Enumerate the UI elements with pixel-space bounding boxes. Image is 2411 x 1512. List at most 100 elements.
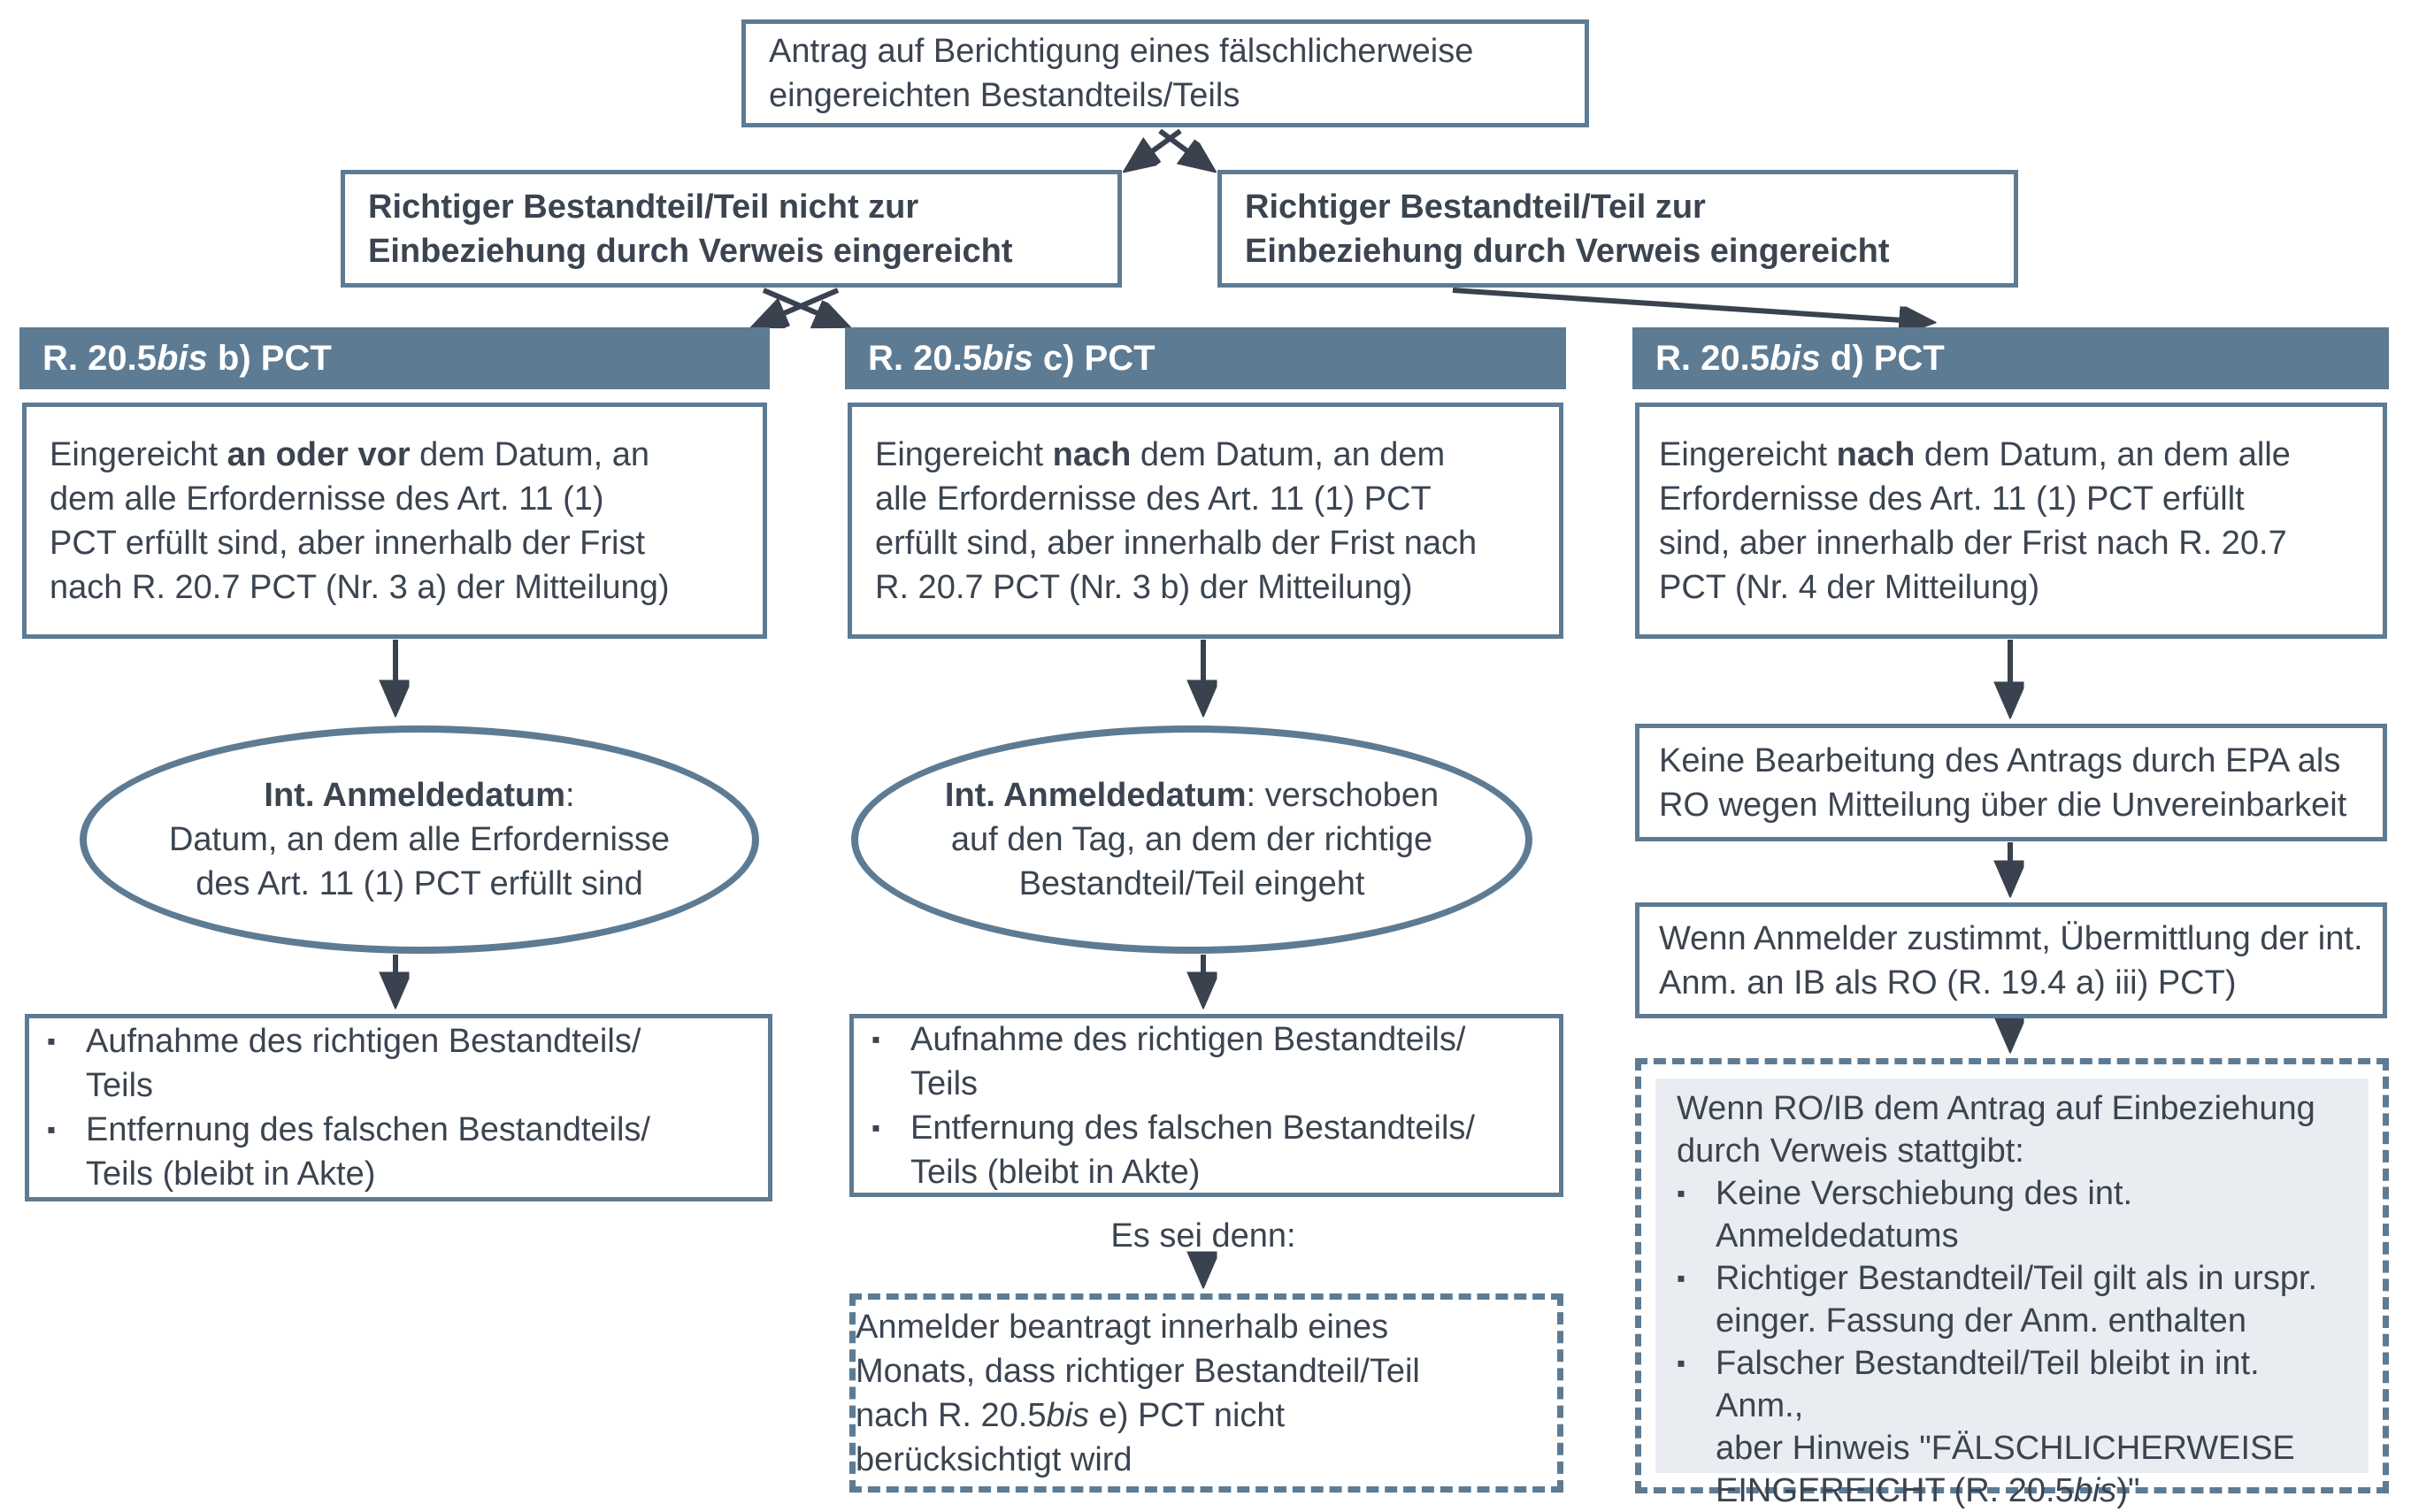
text-segment: R. 20.5 xyxy=(42,339,157,378)
bullet-square-icon: ▪ xyxy=(1677,1179,1685,1207)
text-segment: e) PCT nicht xyxy=(1089,1396,1286,1434)
text-segment: auf den Tag, an dem der richtige xyxy=(950,821,1433,858)
text-segment: dem Datum, an dem xyxy=(1131,435,1446,473)
rule-b-filing-date-ellipse: Int. Anmeldedatum:Datum, an dem alle Erf… xyxy=(80,725,759,954)
text-segment: Einbeziehung durch Verweis eingereicht xyxy=(368,232,1013,270)
rule-c-header: R. 20.5bis c) PCT xyxy=(845,327,1566,389)
rule-b-header-text: R. 20.5bis b) PCT xyxy=(42,336,332,380)
rule-b-results-box: ▪Aufnahme des richtigen Bestandteils/Tei… xyxy=(25,1014,772,1201)
text-segment: Entfernung des falschen Bestandteils/ xyxy=(86,1111,650,1148)
text-segment: bis xyxy=(156,339,208,378)
bullet-square-icon: ▪ xyxy=(871,1025,880,1053)
arrow-root-to-branch-left xyxy=(1129,128,1182,168)
text-segment: Datum, an dem alle Erfordernisse xyxy=(168,821,671,858)
rule-d-no-processing-box: Keine Bearbeitung des Antrags durch EPA … xyxy=(1635,724,2387,841)
text-segment: : xyxy=(565,777,575,814)
text-segment: Richtiger Bestandteil/Teil nicht zur xyxy=(368,188,919,226)
bullet-square-icon: ▪ xyxy=(47,1116,56,1143)
text-segment: einger. Fassung der Anm. enthalten xyxy=(1716,1302,2246,1339)
text-segment: Antrag auf Berichtigung eines fälschlich… xyxy=(769,33,1474,70)
bullet-square-icon: ▪ xyxy=(1677,1349,1685,1377)
text-segment: Bestandteil/Teil eingeht xyxy=(1018,865,1365,902)
rule-d-transmittal-box: Wenn Anmelder zustimmt, Übermittlung der… xyxy=(1635,902,2387,1018)
text-segment: R. 20.5 xyxy=(1655,339,1770,378)
text-segment: bis xyxy=(1046,1396,1090,1434)
text-segment: R. 20.7 PCT (Nr. 3 b) der Mitteilung) xyxy=(875,568,1413,606)
text-segment: Entfernung des falschen Bestandteils/ xyxy=(910,1109,1475,1147)
bullet-square-icon: ▪ xyxy=(47,1027,56,1055)
bullet-text: Entfernung des falschen Bestandteils/Tei… xyxy=(910,1106,1541,1194)
bullet-text: Aufnahme des richtigen Bestandteils/Teil… xyxy=(910,1017,1541,1106)
text-segment: Richtiger Bestandteil/Teil gilt als in u… xyxy=(1716,1260,2318,1297)
bullet-item: ▪ Richtiger Bestandteil/Teil gilt als in … xyxy=(1677,1257,2347,1342)
text-segment: aber Hinweis "FÄLSCHLICHERWEISE xyxy=(1716,1430,2295,1467)
bullet-text: Keine Verschiebung des int. Anmeldedatums xyxy=(1716,1172,2347,1257)
text-segment: durch Verweis stattgibt: xyxy=(1677,1132,2024,1170)
text-segment: Erfordernisse des Art. 11 (1) PCT erfüll… xyxy=(1659,480,2245,518)
text-segment: PCT (Nr. 4 der Mitteilung) xyxy=(1659,568,2040,606)
rule-d-transmittal-text: Wenn Anmelder zustimmt, Übermittlung der… xyxy=(1639,917,2383,1005)
rule-d-header: R. 20.5bis d) PCT xyxy=(1632,327,2389,389)
rule-d-no-processing-text: Keine Bearbeitung des Antrags durch EPA … xyxy=(1639,739,2383,827)
text-segment: nach xyxy=(1052,435,1132,473)
text-segment: EINGEREICHT (R. 20.5 xyxy=(1716,1472,2074,1509)
text-segment: eingereichten Bestandteils/Teils xyxy=(769,77,1240,114)
rule-d-header-text: R. 20.5bis d) PCT xyxy=(1655,336,1945,380)
rule-b-header: R. 20.5bis b) PCT xyxy=(19,327,770,389)
text-segment: Wenn Anmelder zustimmt, Übermittlung der… xyxy=(1659,919,2363,957)
text-segment: berücksichtigt wird xyxy=(856,1440,1133,1478)
rule-c-results-list: ▪ Aufnahme des richtigen Bestandteils/Tei… xyxy=(854,1017,1559,1194)
bullet-item: ▪Falscher Bestandteil/Teil bleibt in int… xyxy=(1677,1342,2347,1512)
rule-c-results-box: ▪ Aufnahme des richtigen Bestandteils/Tei… xyxy=(849,1014,1563,1197)
text-segment: an oder vor xyxy=(227,435,411,473)
arrow-root-to-branch-right xyxy=(1158,128,1210,168)
text-segment: Teils (bleibt in Akte) xyxy=(910,1153,1201,1191)
text-segment: erfüllt sind, aber innerhalb der Frist n… xyxy=(875,524,1478,562)
arrow-branch-left-to-rule-c xyxy=(762,288,844,325)
text-segment: nach R. 20.5 xyxy=(856,1396,1047,1434)
bullet-item: ▪ Entfernung des falschen Bestandteils/Te… xyxy=(871,1106,1541,1194)
bullet-item: ▪Entfernung des falschen Bestandteils/Te… xyxy=(47,1108,750,1196)
text-segment: Keine Verschiebung des int. xyxy=(1716,1175,2133,1212)
text-segment: Eingereicht xyxy=(875,435,1053,473)
text-segment: Anmeldedatums xyxy=(1716,1217,1959,1255)
text-segment: nach xyxy=(1836,435,1916,473)
root-box-text: Antrag auf Berichtigung eines fälschlich… xyxy=(746,29,1585,118)
text-segment: Teils xyxy=(86,1067,154,1104)
rule-c-header-text: R. 20.5bis c) PCT xyxy=(868,336,1156,380)
text-segment: Keine Bearbeitung des Antrags durch EPA … xyxy=(1659,741,2341,779)
bullet-square-icon: ▪ xyxy=(871,1113,880,1141)
text-segment: Teils xyxy=(910,1064,979,1102)
rule-c-unless-label: Es sei denn: xyxy=(1110,1217,1296,1255)
text-segment: bis xyxy=(1769,339,1821,378)
rule-b-ellipse-text: Int. Anmeldedatum:Datum, an dem alle Erf… xyxy=(142,773,696,906)
text-segment: : verschoben xyxy=(1246,777,1440,814)
bullet-item: ▪ Aufnahme des richtigen Bestandteils/Tei… xyxy=(871,1017,1541,1106)
text-segment: b) PCT xyxy=(207,339,332,378)
text-segment: Wenn RO/IB dem Antrag auf Einbeziehung xyxy=(1677,1090,2315,1127)
text-segment: )" xyxy=(2116,1472,2140,1509)
text-segment: Einbeziehung durch Verweis eingereicht xyxy=(1245,232,1890,270)
text-segment: PCT erfüllt sind, aber innerhalb der Fri… xyxy=(50,524,646,562)
text-segment: Richtiger Bestandteil/Teil zur xyxy=(1245,188,1706,226)
rule-d-grant-box: Wenn RO/IB dem Antrag auf Einbeziehung du… xyxy=(1635,1058,2389,1509)
root-box: Antrag auf Berichtigung eines fälschlich… xyxy=(741,19,1589,127)
rule-d-grant-intro: Wenn RO/IB dem Antrag auf Einbeziehung du… xyxy=(1677,1087,2347,1172)
rule-d-grant-panel: Wenn RO/IB dem Antrag auf Einbeziehung du… xyxy=(1655,1078,2369,1509)
text-segment: bis xyxy=(2073,1472,2117,1509)
text-segment: bis xyxy=(981,339,1033,378)
text-segment: Eingereicht xyxy=(1659,435,1837,473)
arrow-branch-right-to-rule-d xyxy=(1452,288,1929,322)
text-segment: dem Datum, an xyxy=(410,435,649,473)
rule-b-results-list: ▪Aufnahme des richtigen Bestandteils/Tei… xyxy=(29,1019,768,1196)
bullet-item: ▪Aufnahme des richtigen Bestandteils/Tei… xyxy=(47,1019,750,1108)
text-segment: dem alle Erfordernisse des Art. 11 (1) xyxy=(50,480,604,518)
bullet-square-icon: ▪ xyxy=(1677,1264,1685,1292)
